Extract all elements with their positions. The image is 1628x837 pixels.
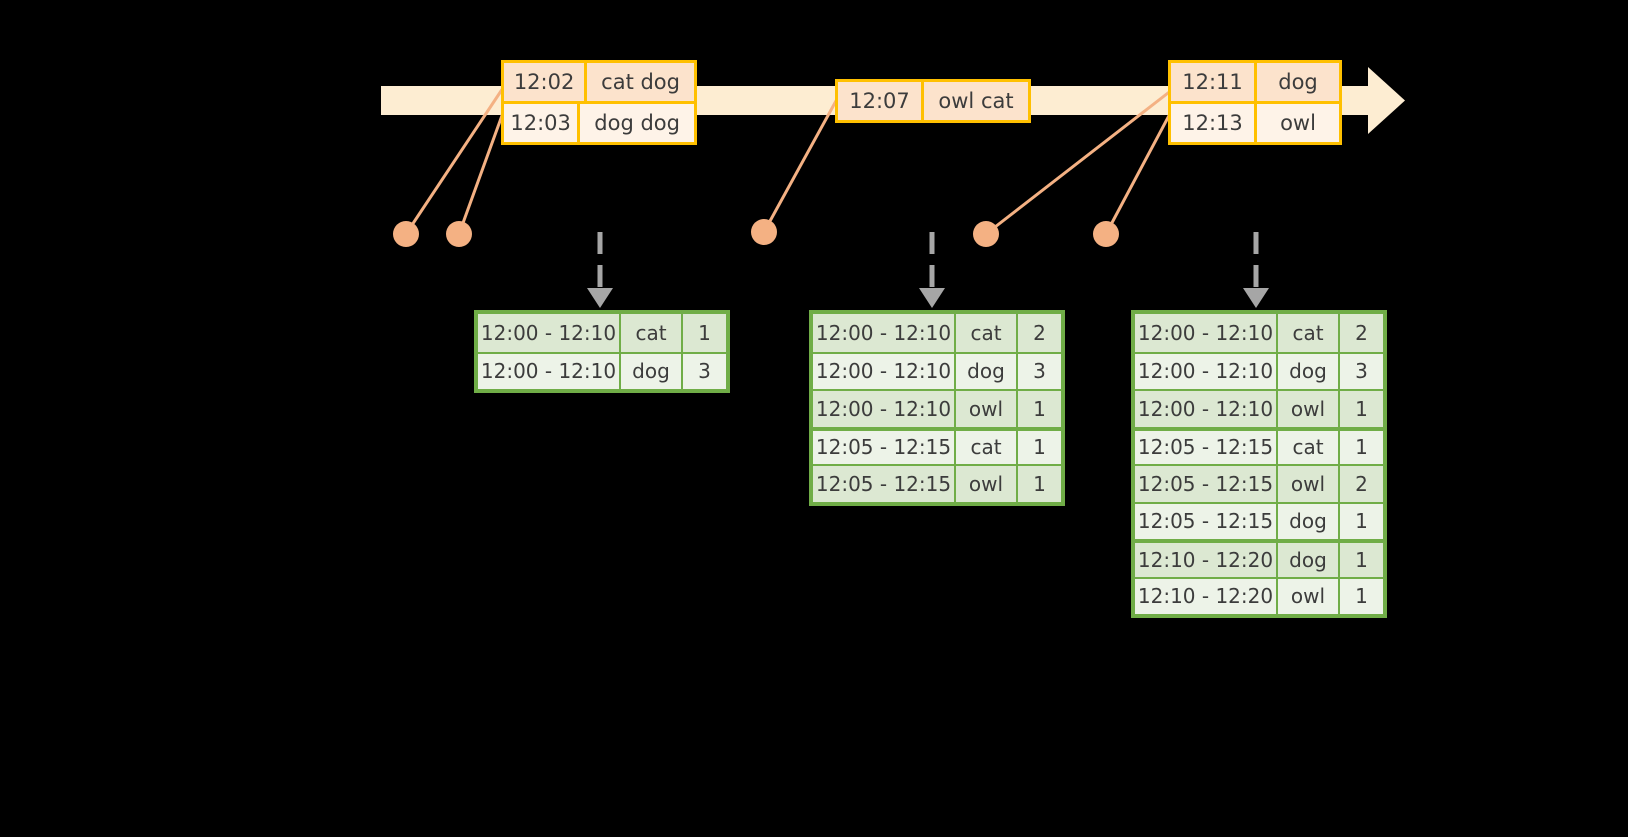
window-cell: 12:00 - 12:10 xyxy=(813,391,956,427)
connector-line xyxy=(1104,109,1174,235)
count-cell: 2 xyxy=(1355,320,1368,345)
window-cell: 12:05 - 12:15 xyxy=(1135,430,1278,464)
key-cell: cat xyxy=(621,314,683,352)
window-cell: 12:10 - 12:20 xyxy=(1135,543,1278,577)
window-cell: 12:05 - 12:15 xyxy=(1135,503,1278,539)
count-cell: 2 xyxy=(1033,320,1046,345)
connector-dot-2 xyxy=(446,221,472,247)
window-cell: 12:00 - 12:10 xyxy=(1135,314,1278,352)
event-row: 12:11 dog xyxy=(1171,63,1339,101)
event-payload: cat dog xyxy=(601,70,680,94)
event-timestamp: 12:03 xyxy=(504,104,581,142)
event-row: 12:03 dog dog xyxy=(504,101,694,142)
count-cell: 1 xyxy=(698,320,711,345)
count-cell: 1 xyxy=(1355,435,1368,460)
window-cell: 12:05 - 12:15 xyxy=(813,466,956,502)
connector-dot-1 xyxy=(393,221,419,247)
event-group-1: 12:02 cat dog 12:03 dog dog xyxy=(501,60,697,145)
event-timestamp: 12:11 xyxy=(1171,63,1257,101)
event-payload: dog dog xyxy=(594,111,680,135)
window-cell: 12:00 - 12:10 xyxy=(478,353,621,389)
window-cell: 12:00 - 12:10 xyxy=(813,314,956,352)
count-cell: 3 xyxy=(1033,359,1046,384)
window-cell: 12:05 - 12:15 xyxy=(813,430,956,464)
event-row: 12:02 cat dog xyxy=(504,63,694,101)
connector-dot-3 xyxy=(751,219,777,245)
dashed-arrow-2-head xyxy=(919,288,945,308)
key-cell: dog xyxy=(956,353,1018,389)
window-cell: 12:10 - 12:20 xyxy=(1135,578,1278,614)
event-row: 12:13 owl xyxy=(1171,101,1339,142)
key-cell: cat xyxy=(956,314,1018,352)
connector-dot-5 xyxy=(1093,221,1119,247)
window-cell: 12:00 - 12:10 xyxy=(478,314,621,352)
event-group-3: 12:11 dog 12:13 owl xyxy=(1168,60,1342,145)
event-payload: owl xyxy=(1280,111,1316,135)
key-cell: dog xyxy=(1278,353,1340,389)
connector-dot-4 xyxy=(973,221,999,247)
count-cell: 1 xyxy=(1355,396,1368,421)
key-cell: dog xyxy=(621,353,683,389)
dashed-arrows xyxy=(587,232,1269,308)
event-payload: dog xyxy=(1278,70,1318,94)
dashed-arrow-1-head xyxy=(587,288,613,308)
count-cell: 1 xyxy=(1355,584,1368,609)
count-cell: 1 xyxy=(1355,547,1368,572)
count-cell: 1 xyxy=(1355,509,1368,534)
event-payload: owl cat xyxy=(938,89,1014,113)
event-group-2: 12:07 owl cat xyxy=(835,79,1031,123)
event-timestamp: 12:07 xyxy=(838,82,924,120)
key-cell: cat xyxy=(1278,430,1340,464)
window-cell: 12:00 - 12:10 xyxy=(1135,391,1278,427)
window-cell: 12:00 - 12:10 xyxy=(1135,353,1278,389)
key-cell: owl xyxy=(1278,391,1340,427)
window-cell: 12:05 - 12:15 xyxy=(1135,466,1278,502)
count-cell: 1 xyxy=(1033,396,1046,421)
key-cell: dog xyxy=(1278,503,1340,539)
key-cell: cat xyxy=(1278,314,1340,352)
connector-dots xyxy=(393,219,1119,247)
key-cell: dog xyxy=(1278,543,1340,577)
dashed-arrow-3-head xyxy=(1243,288,1269,308)
key-cell: owl xyxy=(956,391,1018,427)
count-cell: 1 xyxy=(1033,471,1046,496)
key-cell: owl xyxy=(956,466,1018,502)
count-cell: 2 xyxy=(1355,471,1368,496)
event-row: 12:07 owl cat xyxy=(838,82,1028,120)
connector-line xyxy=(762,89,844,233)
key-cell: owl xyxy=(1278,466,1340,502)
key-cell: owl xyxy=(1278,578,1340,614)
connector-line xyxy=(404,87,505,235)
count-cell: 1 xyxy=(1033,435,1046,460)
count-cell: 3 xyxy=(1355,359,1368,384)
event-timestamp: 12:13 xyxy=(1171,104,1257,142)
key-cell: cat xyxy=(956,430,1018,464)
window-cell: 12:00 - 12:10 xyxy=(813,353,956,389)
event-timestamp: 12:02 xyxy=(504,63,588,101)
timeline-arrowhead xyxy=(1368,67,1405,134)
count-cell: 3 xyxy=(698,359,711,384)
